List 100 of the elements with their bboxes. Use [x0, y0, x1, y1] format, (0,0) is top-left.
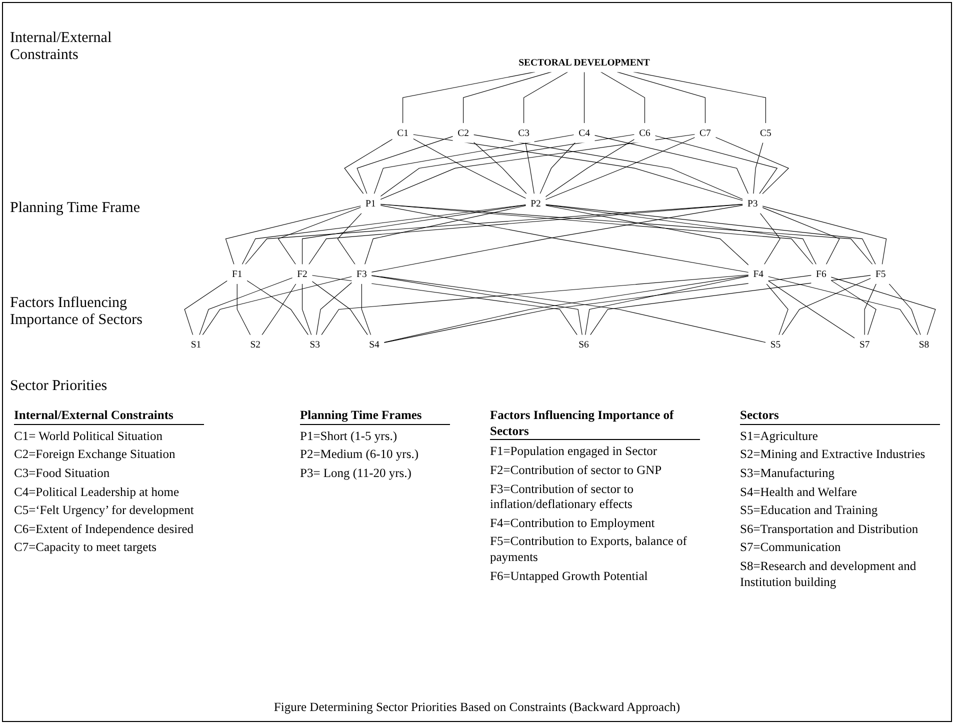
connector — [766, 283, 788, 336]
definition-text: F4=Contribution to Employment — [490, 516, 656, 532]
column-heading: Internal/External Constraints — [14, 408, 204, 425]
connector — [545, 204, 876, 265]
connector — [473, 142, 528, 194]
connector — [590, 275, 872, 336]
connector — [585, 276, 749, 336]
connector — [380, 134, 635, 197]
node-text: F5 — [875, 268, 886, 280]
connector — [888, 283, 921, 336]
connector — [654, 135, 778, 194]
definition-text: F6=Untapped Growth Potential — [490, 568, 649, 584]
connector — [278, 206, 362, 265]
node-text: SECTORAL DEVELOPMENT — [518, 56, 650, 68]
column-heading: Sectors — [740, 408, 940, 425]
connector — [380, 134, 696, 200]
connector — [545, 138, 635, 198]
level-label: Sector Priorities — [10, 378, 108, 395]
node-text: S8 — [918, 339, 930, 350]
level-label: Internal/External Constraints — [10, 30, 113, 64]
node-text: S1 — [190, 339, 202, 350]
connector — [594, 135, 749, 194]
connector — [364, 205, 526, 265]
connector — [312, 275, 578, 336]
connector — [302, 204, 526, 265]
connector — [202, 276, 352, 336]
connector — [236, 283, 251, 336]
connector — [830, 280, 876, 336]
connector — [525, 142, 534, 194]
definition-text: S2=Mining and Extractive Industries — [740, 447, 926, 463]
level-label: Factors Influencing Importance of Sectors — [10, 295, 144, 329]
node-text: S7 — [859, 339, 870, 350]
definition-text: C1= World Political Situation — [14, 428, 164, 444]
definition-text: F2=Contribution of sector to GNP — [490, 462, 663, 478]
connector — [545, 205, 749, 266]
connector — [402, 72, 536, 124]
definition-text: C7=Capacity to meet targets — [14, 540, 158, 556]
definition-text: C3=Food Situation — [14, 466, 111, 482]
column-heading: Planning Time Frames — [300, 408, 450, 425]
connector — [321, 274, 749, 336]
definition-text: S6=Transportation and Distribution — [740, 522, 920, 538]
connector — [361, 283, 372, 336]
definition-text: F3=Contribution of sector to inflation/deflationary effects — [490, 482, 634, 513]
connector — [302, 283, 312, 336]
node-text: S5 — [770, 339, 781, 350]
node-text: S6 — [578, 339, 589, 350]
connector — [768, 280, 856, 339]
connector — [199, 277, 293, 336]
node-text: S3 — [310, 339, 320, 350]
connector — [262, 283, 296, 336]
connector — [371, 275, 582, 336]
definition-text: C6=Extent of Independence desired — [14, 522, 195, 538]
connector — [600, 72, 646, 124]
connector — [412, 138, 526, 199]
caption: Figure Determining Sector Priorities Based on Constraints (Backward Approach) — [272, 700, 682, 715]
connector — [463, 72, 552, 124]
connector — [473, 134, 744, 200]
connector — [715, 136, 790, 194]
node-text: S4 — [369, 339, 380, 350]
definition-text: S4=Health and Welfare — [740, 484, 858, 500]
connector — [616, 72, 706, 124]
connector — [312, 280, 368, 336]
connector — [246, 280, 309, 336]
node-text: C7 — [700, 127, 711, 138]
connector — [184, 280, 228, 336]
definition-text: F1=Population engaged in Sector — [490, 444, 658, 460]
node-text: C1 — [397, 127, 408, 138]
connector — [337, 212, 362, 265]
node-text: S2 — [250, 339, 261, 350]
definition-text: P1=Short (1-5 yrs.) — [300, 428, 398, 444]
connector — [545, 137, 696, 200]
connector — [374, 134, 574, 194]
connector — [753, 142, 764, 194]
connector — [762, 207, 840, 265]
connector — [356, 136, 454, 194]
connector — [864, 283, 877, 336]
connector — [344, 138, 393, 194]
connector — [830, 276, 936, 336]
definition-text: S3=Manufacturing — [740, 466, 836, 482]
connector — [540, 142, 576, 194]
definition-text: S5=Education and Training — [740, 503, 879, 519]
connector — [524, 72, 568, 124]
connector — [768, 276, 918, 336]
connector — [412, 134, 744, 201]
connector — [242, 204, 526, 265]
column-heading: Factors Influencing Importance of Sectors — [490, 408, 700, 440]
connector — [633, 72, 766, 124]
connector — [760, 212, 780, 265]
definition-text: P2=Medium (6-10 yrs.) — [300, 447, 420, 463]
connector — [225, 206, 362, 265]
level-label: Planning Time Frame — [10, 200, 142, 217]
definition-text: P3= Long (11-20 yrs.) — [300, 466, 412, 482]
definition-text: C2=Foreign Exchange Situation — [14, 447, 176, 463]
definition-text: S1=Agriculture — [740, 428, 819, 444]
definition-text: F5=Contribution to Exports, balance of payments — [490, 534, 688, 566]
connector — [762, 206, 887, 265]
node-text: C5 — [760, 127, 772, 138]
connector — [545, 204, 816, 265]
connector — [584, 72, 585, 124]
definition-text: S7=Communication — [740, 540, 842, 556]
